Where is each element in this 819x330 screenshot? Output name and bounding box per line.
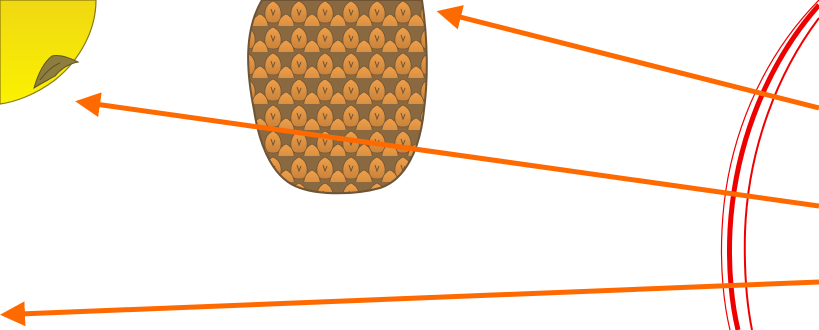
pineapple-icon	[240, 0, 440, 200]
arrow-icon	[20, 282, 819, 314]
arrow-icon	[95, 104, 819, 206]
arrow-icon	[456, 16, 819, 108]
lemon-icon	[0, 0, 96, 104]
